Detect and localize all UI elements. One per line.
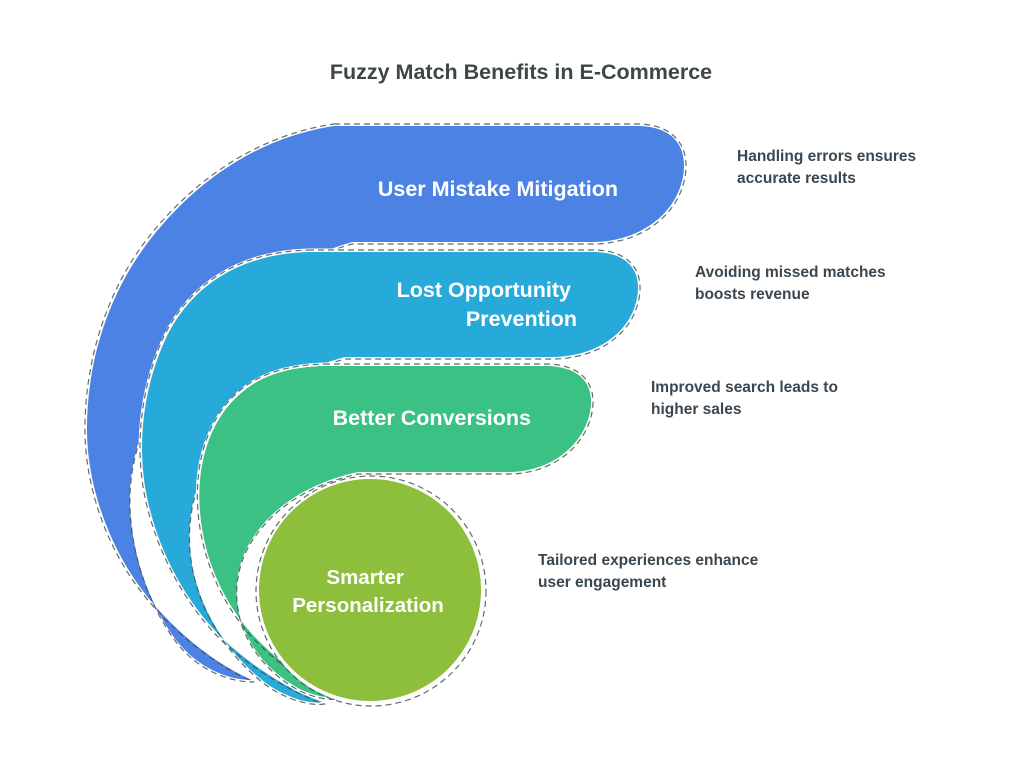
- annotation-line: Tailored experiences enhance: [538, 552, 759, 569]
- band-better-conversions-outline: [196, 363, 594, 700]
- annotation-lost-opportunity-prevention: Avoiding missed matches boosts revenue: [695, 264, 890, 303]
- band-lost-opportunity-prevention-label: Lost Opportunity Prevention: [397, 278, 577, 331]
- label-line: Smarter: [326, 566, 404, 589]
- annotation-line: higher sales: [651, 401, 741, 418]
- annotation-line: Handling errors ensures: [737, 148, 916, 165]
- label-line: Better Conversions: [333, 406, 531, 430]
- label-line: Prevention: [466, 307, 577, 331]
- band-lost-opportunity-prevention-shape: [138, 248, 642, 706]
- label-line: Lost Opportunity: [397, 278, 571, 302]
- annotation-user-mistake-mitigation: Handling errors ensures accurate results: [737, 148, 920, 187]
- label-line: Personalization: [292, 594, 444, 617]
- band-better-conversions-label: Better Conversions: [333, 406, 531, 430]
- annotation-smarter-personalization: Tailored experiences enhance user engage…: [538, 552, 763, 591]
- annotation-line: boosts revenue: [695, 286, 810, 303]
- annotation-line: accurate results: [737, 170, 856, 187]
- band-smarter-personalization-label: Smarter Personalization: [292, 566, 444, 617]
- annotation-line: user engagement: [538, 574, 666, 591]
- band-user-mistake-mitigation-label: User Mistake Mitigation: [378, 177, 618, 201]
- annotation-line: Improved search leads to: [651, 379, 838, 396]
- band-better-conversions-shape: [195, 362, 595, 701]
- label-line: User Mistake Mitigation: [378, 177, 618, 201]
- annotation-better-conversions: Improved search leads to higher sales: [651, 379, 842, 418]
- annotation-line: Avoiding missed matches: [695, 264, 886, 281]
- page-title: Fuzzy Match Benefits in E-Commerce: [330, 60, 712, 84]
- band-smarter-personalization-shape: [255, 475, 485, 705]
- band-smarter-personalization-outline: [255, 475, 487, 707]
- band-lost-opportunity-prevention-outline: [139, 249, 641, 706]
